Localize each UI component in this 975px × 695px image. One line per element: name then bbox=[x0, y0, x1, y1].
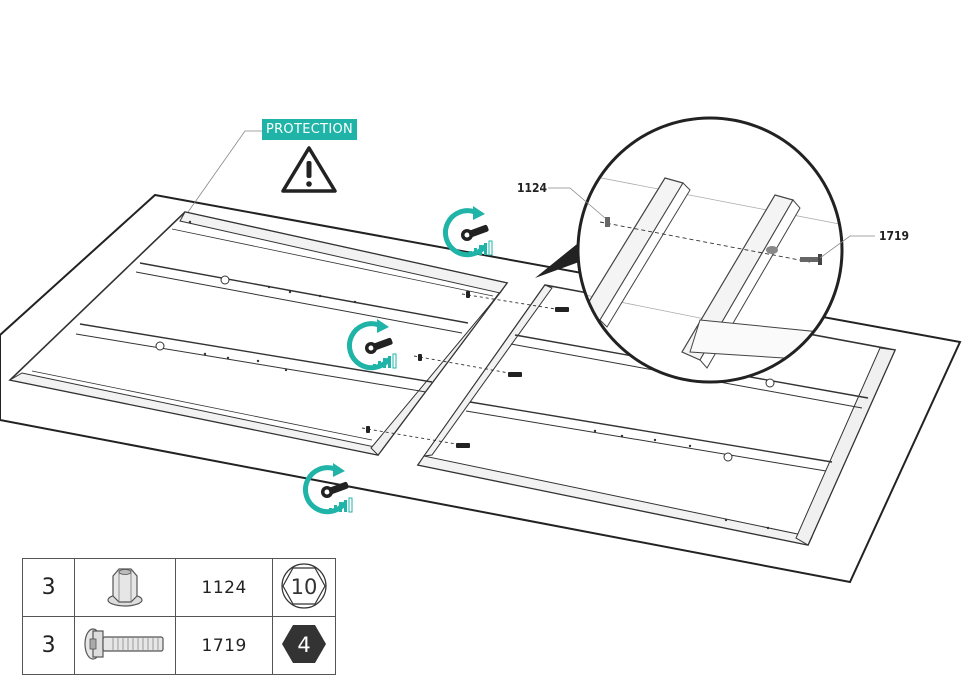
hex-wrench-size-icon: 10 bbox=[272, 558, 336, 617]
left-panel-holes bbox=[188, 220, 357, 372]
callout-part-1124: 1124 bbox=[517, 181, 548, 195]
protection-badge: PROTECTION bbox=[262, 119, 357, 140]
warning-triangle-icon bbox=[281, 146, 337, 193]
table-row: 3 1719 4 bbox=[21, 616, 336, 675]
left-frame-panel bbox=[8, 211, 509, 456]
callout-leader-1124 bbox=[548, 187, 606, 219]
part-quantity: 3 bbox=[21, 558, 76, 617]
callout-part-1719: 1719 bbox=[879, 229, 910, 243]
flange-bolts-exploded bbox=[366, 291, 569, 448]
detail-zoom-circle bbox=[576, 116, 844, 384]
flange-bolt-icon bbox=[74, 616, 177, 675]
part-quantity: 3 bbox=[21, 616, 76, 675]
callout-leader-1719 bbox=[819, 235, 875, 259]
tool-size-label: 4 bbox=[297, 633, 310, 657]
part-number: 1124 bbox=[175, 558, 274, 617]
torque-wrench-icon bbox=[303, 463, 353, 515]
protection-leader bbox=[187, 130, 262, 213]
hex-key-size-icon: 4 bbox=[272, 616, 336, 675]
table-row: 3 1124 10 bbox=[21, 558, 336, 617]
parts-table: 3 1124 10 3 bbox=[21, 558, 336, 675]
tool-size-label: 10 bbox=[291, 575, 318, 599]
magnifier-pointer bbox=[535, 240, 590, 278]
flange-nut-icon bbox=[74, 558, 177, 617]
torque-wrench-icon bbox=[443, 206, 493, 258]
part-number: 1719 bbox=[175, 616, 274, 675]
torque-wrench-icon bbox=[347, 319, 397, 371]
right-panel-holes bbox=[593, 429, 770, 530]
